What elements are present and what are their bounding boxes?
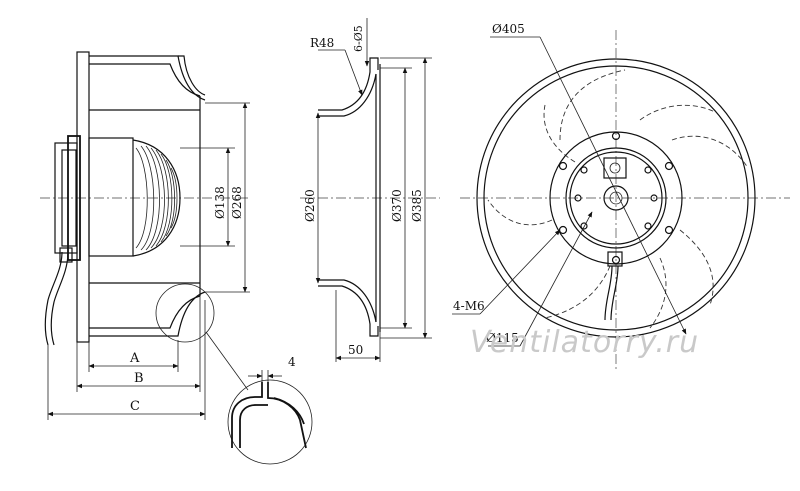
- dim-d405: Ø405: [492, 22, 525, 36]
- dim-r48: R48: [310, 36, 334, 50]
- impeller-blades: [487, 69, 749, 329]
- dim-d268: Ø268: [230, 186, 244, 219]
- dim-6-d5: 6-Ø5: [352, 25, 365, 52]
- dim-4-m6: 4-M6: [453, 299, 485, 313]
- dim-d138: Ø138: [213, 186, 227, 219]
- dim-t4: 4: [288, 355, 296, 369]
- motor-fins: [135, 145, 178, 251]
- dim-d385: Ø385: [410, 189, 424, 222]
- dim-b: B: [134, 371, 144, 386]
- detail-view: 4: [227, 355, 313, 465]
- watermark: Ventilatorry.ru: [470, 325, 699, 360]
- dim-d260: Ø260: [303, 189, 317, 222]
- section-view: Ø260 Ø370 Ø385 R48 6-Ø5 50: [300, 18, 440, 362]
- front-view: Ø405 4-M6 Ø115: [452, 22, 790, 370]
- dim-c: C: [130, 399, 140, 414]
- dim-d370: Ø370: [390, 189, 404, 222]
- dim-w50: 50: [348, 343, 363, 357]
- dim-a: A: [129, 351, 140, 366]
- dim-d115: Ø115: [486, 331, 519, 345]
- side-view: Ø138 Ø268 A B C: [40, 51, 250, 420]
